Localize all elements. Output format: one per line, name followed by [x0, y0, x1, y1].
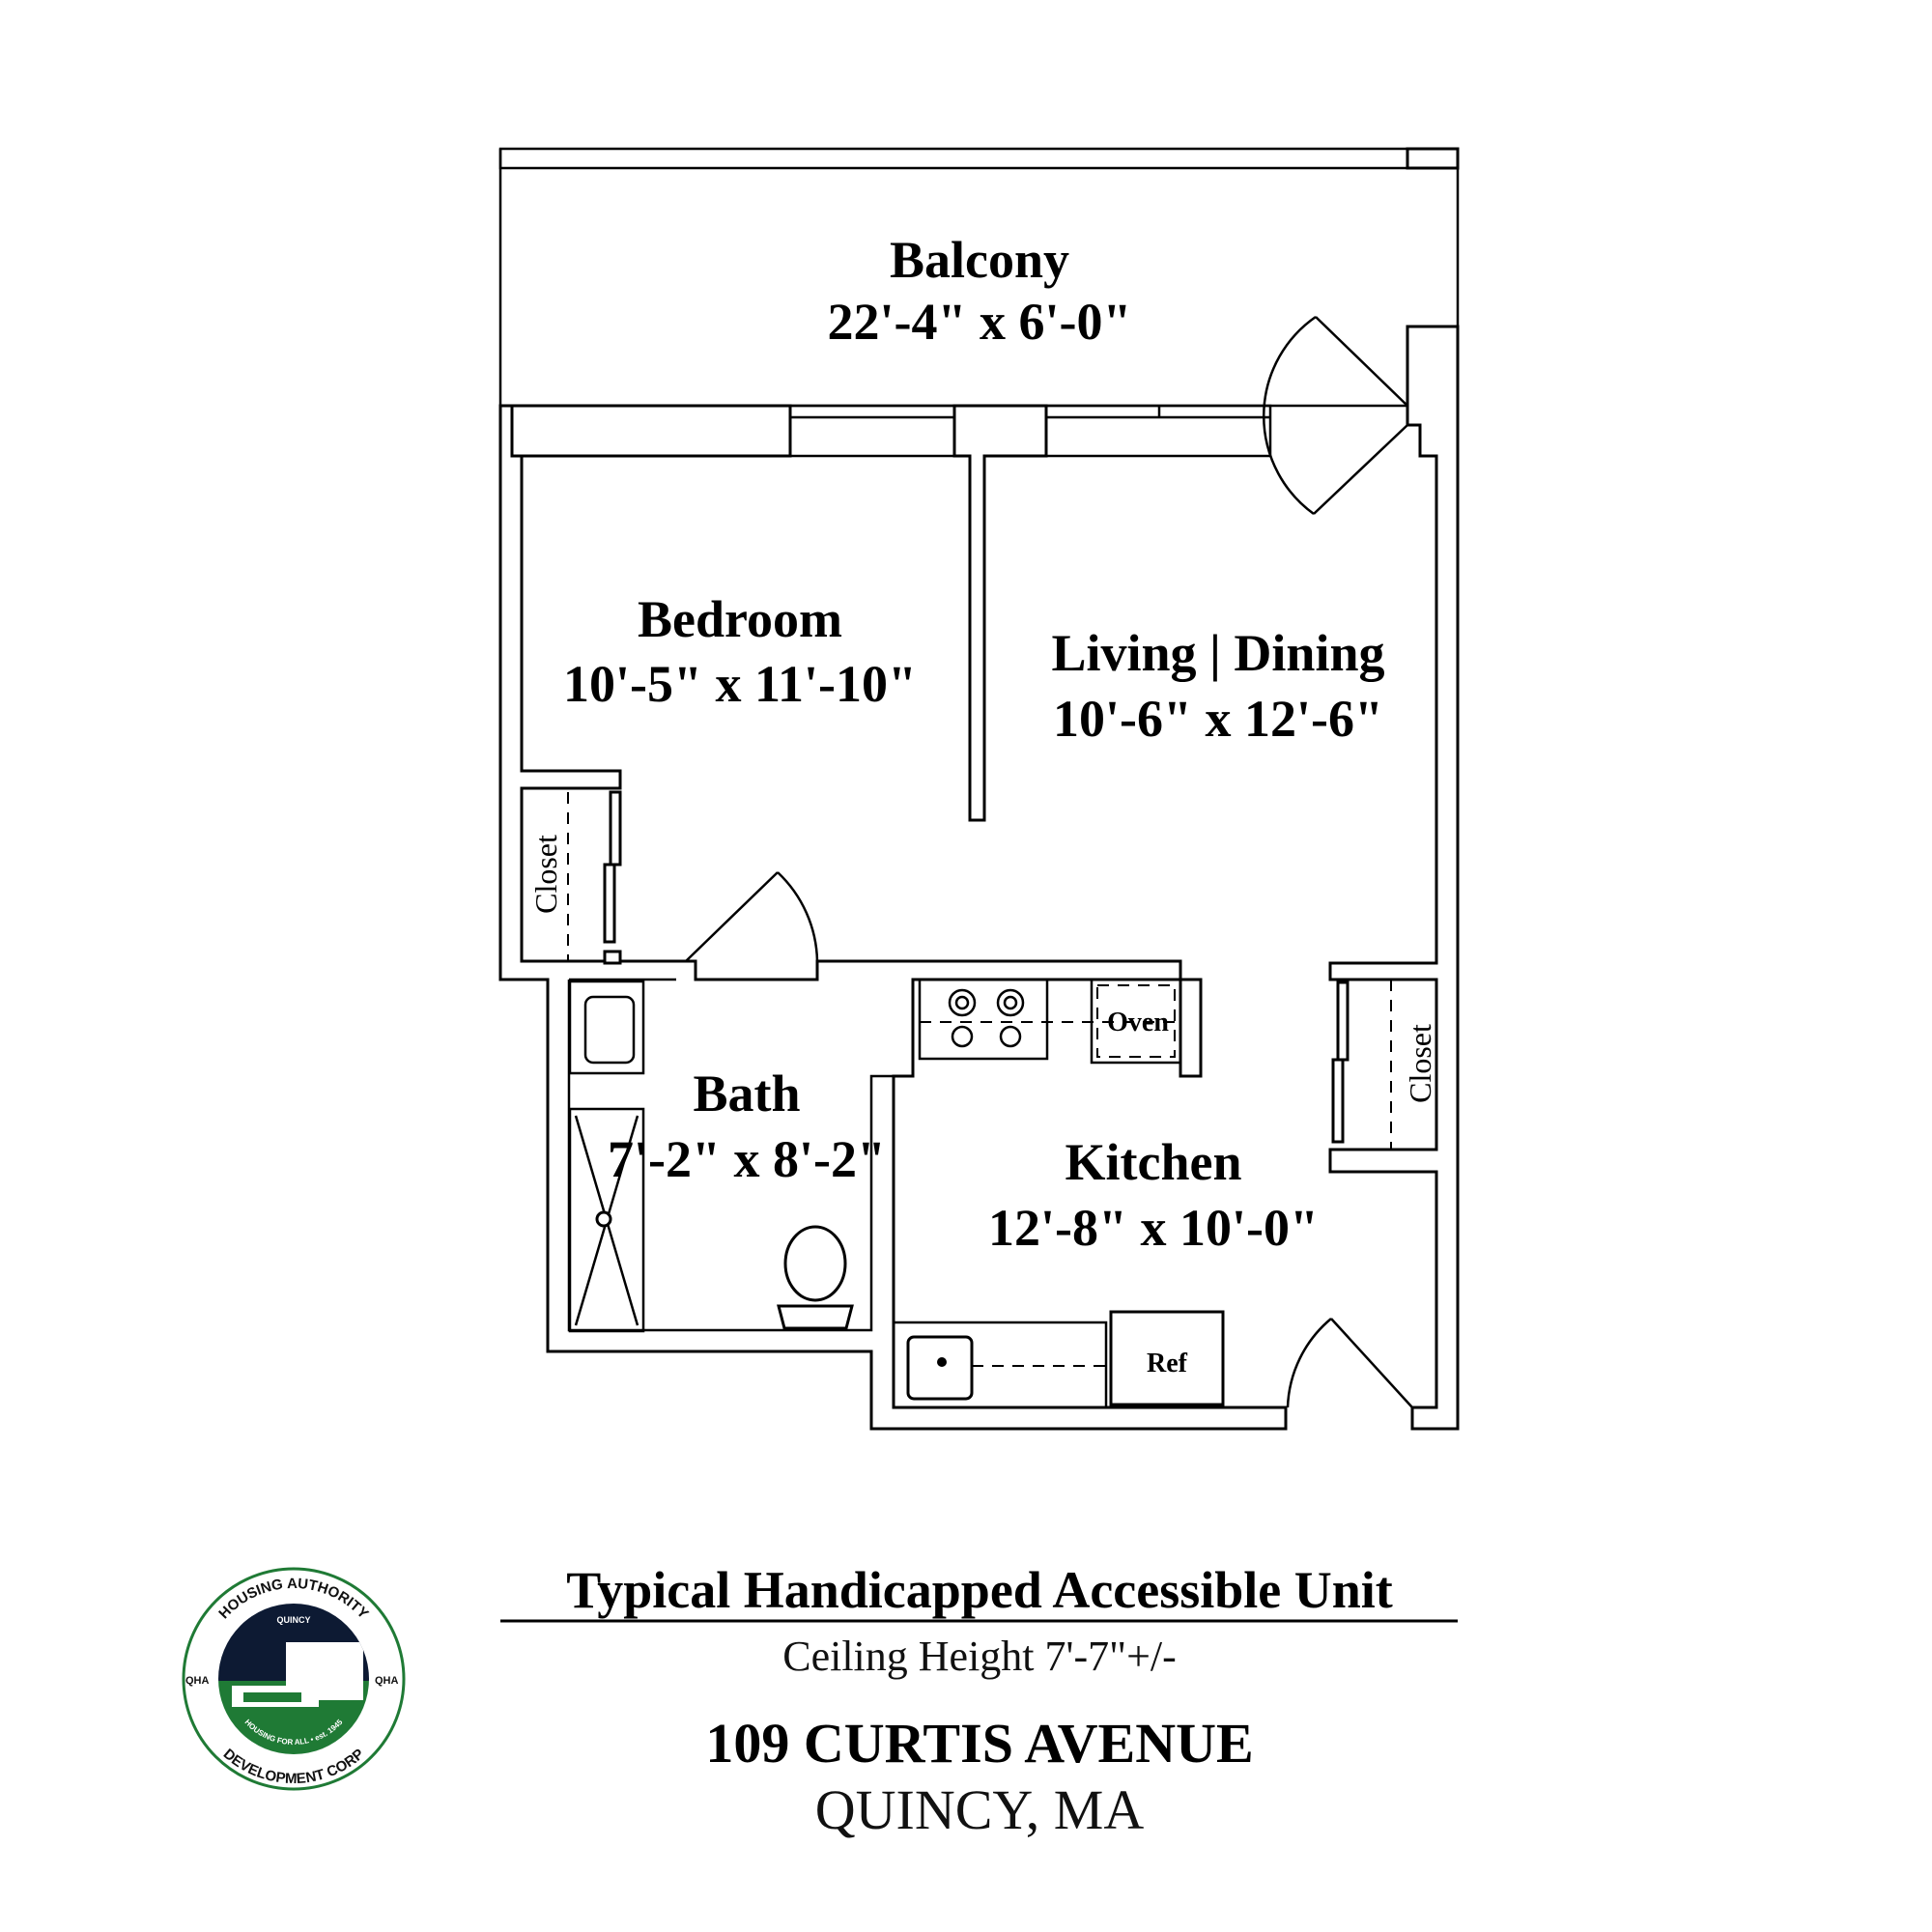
oven-label: Oven [1107, 1008, 1169, 1037]
burner-icons [948, 988, 1025, 1048]
kitchen-label: Kitchen [1065, 1133, 1242, 1191]
balcony-dims: 22'-4" x 6'-0" [828, 293, 1132, 351]
closet-left-label: Closet [528, 835, 563, 914]
living-dims: 10'-6" x 12'-6" [1053, 690, 1383, 748]
closet-right-label: Closet [1403, 1024, 1437, 1103]
ref-label: Ref [1147, 1349, 1188, 1378]
kitchen-dims: 12'-8" x 10'-0" [988, 1199, 1319, 1257]
address: 109 CURTIS AVENUE [705, 1712, 1253, 1775]
walls [498, 325, 1460, 1431]
ceiling-height: Ceiling Height 7'-7"+/- [782, 1633, 1177, 1680]
balcony-label: Balcony [890, 231, 1069, 289]
bedroom-dims: 10'-5" x 11'-10" [563, 655, 917, 713]
logo-right-text: QHA [375, 1675, 399, 1687]
logo-left-text: QHA [185, 1675, 210, 1687]
fixtures [568, 978, 1225, 1409]
qha-logo: HOUSING AUTHORITY QUINCY QHA QHA HOUSING… [182, 1567, 406, 1791]
bath-dims: 7'-2" x 8'-2" [608, 1130, 886, 1188]
logo-inner-text: QUINCY [276, 1615, 310, 1625]
city: QUINCY, MA [815, 1778, 1145, 1841]
doors [685, 315, 1413, 1408]
bath-label: Bath [693, 1065, 800, 1122]
plan-title: Typical Handicapped Accessible Unit [566, 1561, 1393, 1619]
bedroom-label: Bedroom [638, 590, 842, 648]
living-label: Living | Dining [1051, 624, 1384, 682]
